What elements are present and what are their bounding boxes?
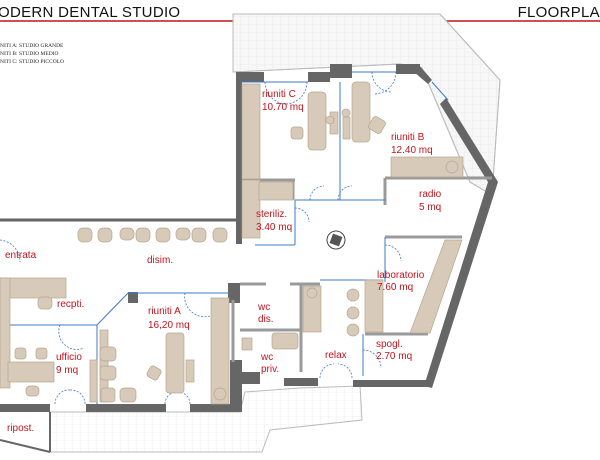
room-riuniti-a: riuniti A 16,20 mq [148, 306, 190, 331]
page-subtitle: FLOORPLA [518, 4, 600, 21]
interior-walls [0, 71, 492, 404]
room-riuniti-b: riuniti B 12.40 mq [391, 132, 433, 156]
page-title: ODERN DENTAL STUDIO [0, 4, 180, 21]
room-name: riuniti A [148, 306, 181, 317]
room-name: steriliz. [256, 209, 287, 220]
room-ripost: ripost. [7, 423, 34, 434]
room-steriliz: steriliz. 3.40 mq [256, 209, 292, 233]
room-laboratorio: laboratorio 7.60 mq [377, 270, 425, 293]
room-area: 9 mq [56, 365, 78, 376]
legend-item: NITI B: STUDIO MEDIO [0, 51, 59, 57]
furniture [0, 81, 464, 405]
room-disim: disim. [147, 255, 173, 266]
room-name: laboratorio [377, 270, 425, 281]
room-area: 2.70 mq [376, 351, 412, 362]
room-name: riuniti B [391, 132, 425, 143]
room-name: wc [257, 302, 270, 313]
room-area: 5 mq [419, 202, 441, 213]
room-area: 10.70 mq [262, 102, 304, 113]
room-name: ufficio [56, 352, 82, 363]
room-name: wc [260, 352, 273, 363]
room-area: 7.60 mq [377, 282, 413, 293]
terrace-top-grid [232, 13, 501, 196]
room-area: 16,20 mq [148, 320, 190, 331]
legend-item: NITI C: STUDIO PICCOLO [0, 59, 64, 65]
room-recpti: recpti. [57, 299, 84, 310]
room-relax: relax [325, 350, 347, 361]
room-name: spogl. [376, 339, 403, 350]
outer-walls [0, 64, 498, 453]
room-wc-priv: wc priv. [260, 352, 279, 375]
room-name-2: dis. [258, 314, 274, 325]
room-area: 3.40 mq [256, 222, 292, 233]
terrace-bottom [49, 385, 363, 453]
room-spogl: spogl. 2.70 mq [376, 339, 412, 362]
room-entrata: entrata [5, 250, 37, 261]
room-area: 12.40 mq [391, 145, 433, 156]
room-wc-dis: wc dis. [257, 302, 274, 325]
room-radio: radio 5 mq [419, 189, 442, 213]
room-riuniti-c: riuniti C 10.70 mq [262, 89, 304, 113]
room-name: radio [419, 189, 442, 200]
room-ufficio: ufficio 9 mq [56, 352, 82, 376]
room-name: riuniti C [262, 89, 296, 100]
room-name-2: priv. [261, 364, 279, 375]
legend-item: NITI A: STUDIO GRANDE [0, 43, 64, 49]
column-icon [326, 230, 346, 250]
doors [0, 71, 402, 405]
